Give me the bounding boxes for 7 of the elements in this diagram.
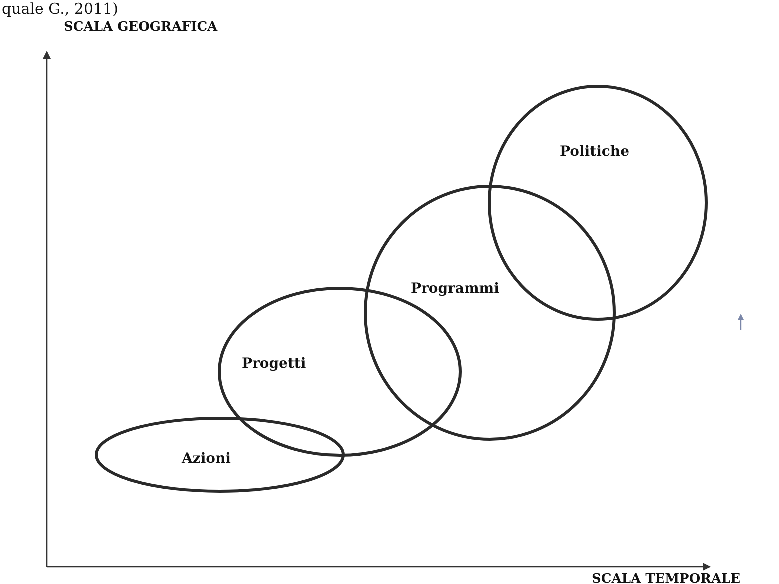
- citation-text: quale G., 2011): [2, 0, 118, 18]
- ellipse-label: Progetti: [242, 356, 306, 372]
- axis-title: SCALA TEMPORALE: [592, 572, 741, 584]
- ellipse-label: Programmi: [411, 281, 500, 297]
- ellipse-label: Azioni: [182, 451, 231, 467]
- ellipse-label: Politiche: [560, 144, 630, 160]
- axis-title: SCALA GEOGRAFICA: [64, 20, 218, 35]
